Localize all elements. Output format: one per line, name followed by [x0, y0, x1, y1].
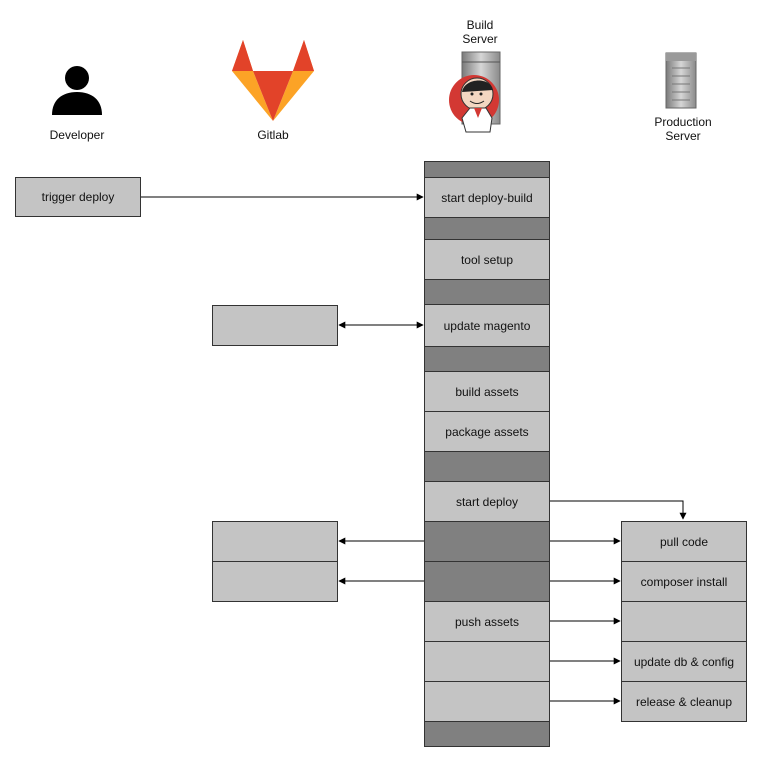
- gitlab-magento-box: [212, 305, 338, 346]
- build-gap-2: [424, 279, 550, 305]
- push-assets-step: push assets: [424, 601, 550, 642]
- arrow-start-deploy-to-pull: [549, 500, 687, 520]
- build-update-db-slot: [424, 641, 550, 682]
- build-gap-3: [424, 346, 550, 372]
- person-silhouette-icon: [52, 66, 102, 115]
- receive-assets-slot: [621, 601, 747, 642]
- gitlab-pull-box: [212, 521, 338, 562]
- build-gap-1: [424, 217, 550, 240]
- release-cleanup-step: release & cleanup: [621, 681, 747, 722]
- start-deploy-step: start deploy: [424, 481, 550, 522]
- build-bar-bottom: [424, 721, 550, 747]
- start-deploy-build-step: start deploy-build: [424, 177, 550, 218]
- connector-arrows: [140, 193, 687, 705]
- tool-setup-step: tool setup: [424, 239, 550, 280]
- trigger-deploy-step: trigger deploy: [15, 177, 141, 217]
- jenkins-butler-icon: [449, 51, 501, 133]
- developer-label: Developer: [49, 128, 105, 142]
- build-assets-step: build assets: [424, 371, 550, 412]
- gitlab-fox-icon: [232, 40, 314, 121]
- build-release-slot: [424, 681, 550, 722]
- composer-install-step: composer install: [621, 561, 747, 602]
- build-bar-top: [424, 161, 550, 178]
- gitlab-label: Gitlab: [257, 128, 289, 142]
- update-magento-step: update magento: [424, 304, 550, 347]
- package-assets-step: package assets: [424, 411, 550, 452]
- build-wait-pull: [424, 521, 550, 562]
- pull-code-step: pull code: [621, 521, 747, 562]
- build-wait-composer: [424, 561, 550, 602]
- update-db-config-step: update db & config: [621, 641, 747, 682]
- server-tower-icon: [665, 52, 697, 109]
- production-server-label: Production Server: [654, 115, 712, 143]
- build-server-label: Build Server: [462, 18, 498, 46]
- gitlab-composer-box: [212, 561, 338, 602]
- build-gap-4: [424, 451, 550, 482]
